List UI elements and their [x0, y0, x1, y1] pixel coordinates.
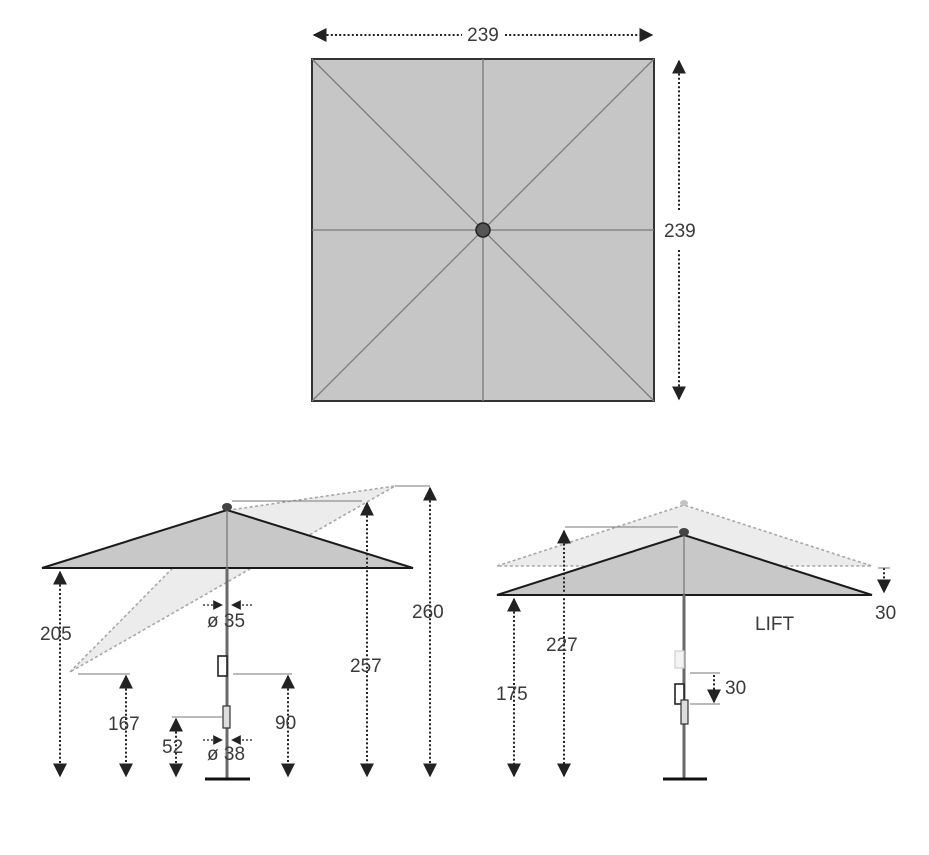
lift-view: LIFT 30 30 227 175 — [496, 500, 896, 781]
lift-top-height-label: 227 — [546, 635, 578, 656]
canopy-lift-finial — [679, 528, 689, 536]
canopy-finial — [222, 503, 232, 511]
top-height-label: 257 — [350, 656, 382, 677]
canopy-edge-height-label: 205 — [40, 624, 72, 645]
pole-diameter-bottom-label: ø 38 — [207, 744, 245, 765]
lift-amount-label: 30 — [875, 603, 896, 624]
depth-label: 239 — [664, 221, 696, 242]
side-view: ø 35 ø 38 205 167 52 90 257 260 — [40, 485, 444, 781]
tilted-canopy-ghost — [69, 485, 396, 673]
total-height-label: 260 — [412, 602, 444, 623]
crank-height-label: 90 — [275, 713, 296, 734]
crank-handle — [217, 655, 228, 677]
lift-crank-handle — [674, 683, 685, 705]
lift-canopy-edge-height-label: 175 — [496, 684, 528, 705]
crank-handle-ghost — [674, 650, 685, 669]
width-label: 239 — [467, 25, 499, 46]
canopy-hub — [475, 222, 491, 238]
top-view: 239 239 — [311, 25, 696, 402]
joint-height-label: 52 — [162, 737, 183, 758]
crank-travel-label: 30 — [725, 678, 746, 699]
tilt-edge-height-label: 167 — [108, 714, 140, 735]
lift-joint — [680, 699, 689, 725]
pole-diameter-top-label: ø 35 — [207, 611, 245, 632]
lift-label: LIFT — [755, 614, 794, 635]
lifted-finial-ghost — [680, 500, 688, 506]
tilt-joint — [222, 705, 231, 729]
